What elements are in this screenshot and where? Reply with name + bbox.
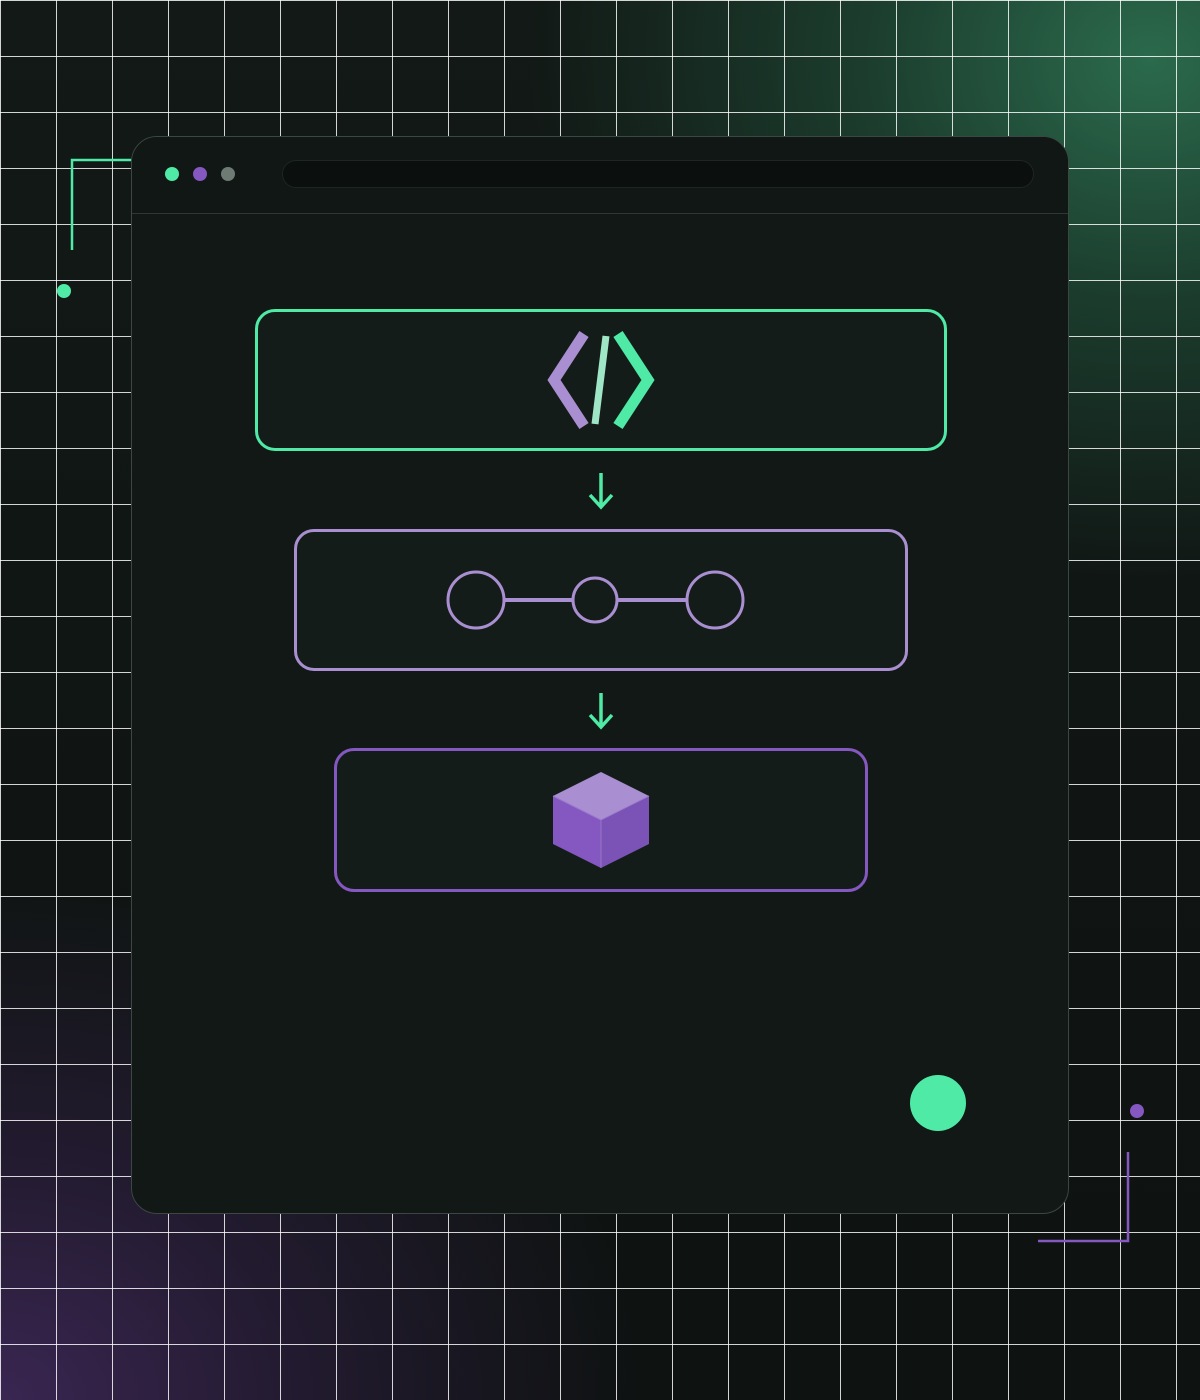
gray-dot-icon[interactable] [221, 167, 235, 181]
code-brackets-icon [547, 330, 655, 430]
node-graph-icon [446, 570, 745, 630]
pipeline-stage-code [255, 309, 947, 451]
arrow-down-icon [588, 473, 614, 510]
pipeline-stage-cube [334, 748, 868, 892]
corner-bracket-bottom-right [1038, 1104, 1144, 1243]
purple-dot-icon[interactable] [193, 167, 207, 181]
address-bar[interactable] [282, 160, 1034, 188]
floating-action-button[interactable] [910, 1075, 966, 1131]
window-titlebar [132, 137, 1068, 214]
cube-icon [552, 772, 650, 868]
arrow-down-icon [588, 693, 614, 730]
browser-window [131, 136, 1069, 1214]
green-dot-icon[interactable] [165, 167, 179, 181]
pipeline-stage-graph [294, 529, 908, 671]
